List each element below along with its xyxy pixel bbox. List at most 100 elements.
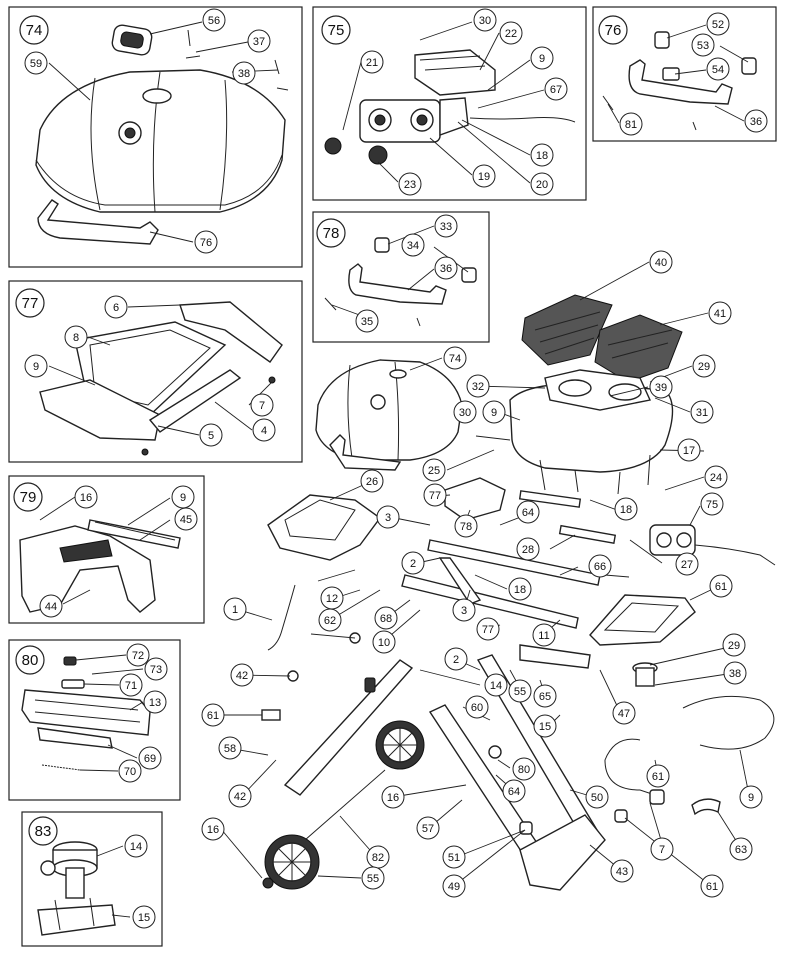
callout-main-part-17-label: 17 [683,445,695,457]
callout-box78-part-34: 34 [401,233,425,257]
callout-main-part-61: 61 [201,703,225,727]
callout-main-part-40-circle [649,250,673,274]
callout-box74-part-37-label: 37 [253,36,265,48]
callout-box78-part-34-circle [401,233,425,257]
callout-box77-part-4-label: 4 [261,425,267,437]
callout-main-part-66-circle [588,554,612,578]
callout-main-part-29-circle [692,354,716,378]
box-75-control-panel [312,6,587,201]
callout-box75-part-20-circle [530,172,554,196]
callout-box79-part-16-label: 16 [80,492,92,504]
callout-main-part-16-circle [201,817,225,841]
callout-main-part-12: 12 [320,586,344,610]
callout-box75-part-67: 67 [544,77,568,101]
callout-main-part-16: 16 [201,817,225,841]
callout-box75-part-9-circle [530,46,554,70]
callout-main-part-57: 57 [416,816,440,840]
callout-box77-part-4: 4 [252,418,276,442]
callout-main-part-16-circle [381,785,405,809]
svg-text:75: 75 [328,22,345,39]
callout-box74-part-76: 76 [194,230,218,254]
callout-main-part-80-label: 80 [518,764,530,776]
callout-main-part-51: 51 [442,845,466,869]
callout-main-part-64: 64 [516,500,540,524]
callout-main-part-25-circle [422,458,446,482]
lid-shell-part [35,69,286,213]
callout-box79-part-45: 45 [174,507,198,531]
callout-main-part-29: 29 [692,354,716,378]
svg-text:77: 77 [22,295,39,312]
cooking-grate-left [521,294,613,366]
callout-main-part-60: 60 [465,695,489,719]
callout-box78-part-36: 36 [434,256,458,280]
callout-main-part-3-circle [376,505,400,529]
callout-box83-part-14-label: 14 [130,841,142,853]
callout-main-part-29-circle [722,633,746,657]
callout-box80-part-13: 13 [143,690,167,714]
callout-main-part-24-label: 24 [710,472,722,484]
callout-box76-part-54: 54 [706,57,730,81]
callout-box76-part-36-circle [744,109,768,133]
callout-main-part-40-label: 40 [655,257,667,269]
callout-box83-part-15-label: 15 [138,912,150,924]
callout-box79-part-16-circle [74,485,98,509]
callout-main-part-64-label: 64 [522,507,534,519]
callout-main-part-32-circle [466,374,490,398]
callout-main-part-3-circle [452,598,476,622]
callout-box78-part-33: 33 [434,214,458,238]
callout-main-part-29-label: 29 [698,361,710,373]
callout-main-part-39-circle [649,375,673,399]
callout-box80-part-72-circle [126,643,150,667]
callout-box78-part-36-circle [434,256,458,280]
callout-main-part-39: 39 [649,375,673,399]
callout-main-part-18-label: 18 [620,504,632,516]
callout-main-part-61-circle [709,574,733,598]
callout-box74-part-38: 38 [232,61,256,85]
wheel-lower [264,834,320,890]
callout-main-part-61-circle [201,703,225,727]
callout-main-part-24: 24 [704,465,728,489]
callout-main-part-2: 2 [444,647,468,671]
callout-main-part-43-circle [610,859,634,883]
callout-main-part-3: 3 [452,598,476,622]
callout-main-part-41: 41 [708,301,732,325]
callout-box76-part-81-circle [619,112,643,136]
callout-main-part-1-circle [223,597,247,621]
callout-box76-part-54-label: 54 [712,64,724,76]
callout-main-part-32: 32 [466,374,490,398]
callout-main-part-38-circle [723,661,747,685]
callout-main-part-55-label: 55 [514,686,526,698]
callout-box79-part-9-label: 9 [180,492,186,504]
callout-box79-part-44-label: 44 [45,601,57,613]
callout-main-part-50-circle [585,785,609,809]
callout-main-part-42-label: 42 [234,791,246,803]
callout-main-part-15-label: 15 [539,721,551,733]
callout-main-part-3-label: 3 [461,605,467,617]
box-83-header: 83 [28,816,58,846]
box-78-header: 78 [316,218,346,248]
callout-main-part-60-label: 60 [471,702,483,714]
callout-main-part-66-label: 66 [594,561,606,573]
callout-box74-part-56-label: 56 [208,15,220,27]
callout-main-part-7-label: 7 [659,844,665,856]
frame-crossbar-top [427,539,601,586]
callout-main-part-2-label: 2 [453,654,459,666]
callout-main-part-63: 63 [729,837,753,861]
callout-main-part-38-label: 38 [729,668,741,680]
callout-box77-part-4-circle [252,418,276,442]
callout-box78-part-33-circle [434,214,458,238]
callout-box75-part-30: 30 [473,8,497,32]
box-78-handle-kit [312,211,490,343]
callout-box77-part-6-circle [104,295,128,319]
callout-main-part-75: 75 [700,492,724,516]
callout-main-part-28-circle [516,537,540,561]
callout-box83-part-15: 15 [132,905,156,929]
callout-main-part-9-label: 9 [491,407,497,419]
callout-main-part-18-label: 18 [514,584,526,596]
callout-main-part-14-label: 14 [490,680,502,692]
callout-box79-part-44-circle [39,594,63,618]
callout-main-part-61-label: 61 [706,881,718,893]
callout-box75-part-18-label: 18 [536,150,548,162]
callout-box77-part-8-circle [64,325,88,349]
